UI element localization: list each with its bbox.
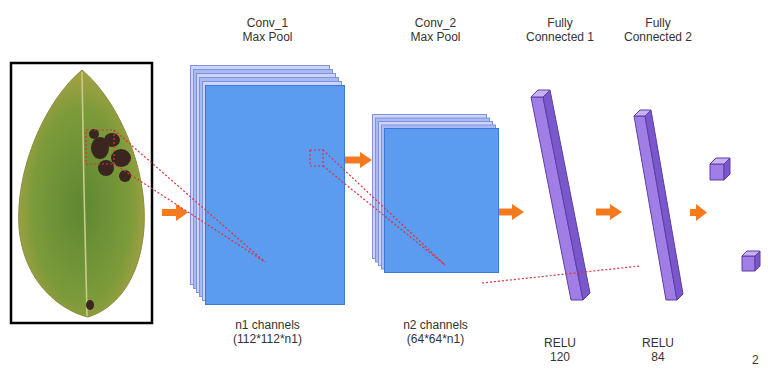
arrow-shaft <box>690 209 696 216</box>
layer-block: Conv_1 Max Pool n1 channels (112*112*n1) <box>190 16 345 347</box>
layer-caption: RELU 84 <box>638 336 678 365</box>
leaf-spot <box>89 129 99 139</box>
dense-layer <box>634 110 683 300</box>
flow-arrow <box>690 204 707 221</box>
feature-map-stack <box>190 65 345 305</box>
layer-shape <box>190 65 345 305</box>
field-line <box>114 130 265 262</box>
leaf-midrib <box>82 72 87 316</box>
layer-title: Conv_2 Max Pool <box>408 16 464 45</box>
field-line <box>114 164 265 262</box>
cube-side <box>724 158 730 180</box>
layer-block: Conv_2 Max Pool n2 channels (64*64*n1) <box>372 16 499 347</box>
receptive-field <box>86 130 640 283</box>
output-cube <box>710 158 730 180</box>
flow-arrow <box>345 157 360 164</box>
leaf-spot <box>119 170 131 182</box>
arrow-shaft <box>162 209 176 216</box>
feature-map <box>385 129 499 273</box>
leaf-image <box>19 70 145 317</box>
cube-front <box>742 256 755 271</box>
leaf-spot <box>98 160 114 176</box>
layer-title: Fully Connected 2 <box>622 16 694 45</box>
slab-side <box>543 90 590 300</box>
leaf-spot <box>86 300 94 310</box>
field-line <box>323 166 445 265</box>
flow-arrow <box>596 209 610 216</box>
leaf-spot <box>111 149 131 167</box>
layer-title: Fully Connected 1 <box>524 16 596 45</box>
field-line <box>482 266 640 283</box>
leaf-spot <box>104 133 120 147</box>
output-label-holder: 2 <box>752 350 759 368</box>
layer-title: Conv_1 Max Pool <box>240 16 296 45</box>
layer-caption: n1 channels (112*112*n1) <box>228 318 308 347</box>
field-square <box>86 130 114 164</box>
slab-side <box>645 110 683 300</box>
flow-arrow <box>499 209 512 216</box>
output-size: 2 <box>752 353 759 367</box>
layer-block: Fully Connected 1 RELU 120 <box>524 16 596 365</box>
cube-front <box>710 164 724 180</box>
cube-side <box>755 251 760 271</box>
layer-shape <box>372 114 499 273</box>
arrow-head <box>176 204 188 221</box>
dense-layer <box>531 90 590 300</box>
image-frame <box>11 63 152 323</box>
leaf-spots <box>86 129 131 310</box>
layer-shape <box>634 110 683 300</box>
layer-caption: n2 channels (64*64*n1) <box>396 318 476 347</box>
feature-map <box>206 86 345 305</box>
feature-map-stack <box>372 114 499 273</box>
field-square <box>310 150 323 166</box>
layer-shape <box>531 90 590 300</box>
output-cube <box>742 251 760 271</box>
field-line <box>323 150 445 265</box>
layer-caption: RELU 120 <box>540 336 580 365</box>
flow-arrow <box>162 204 188 221</box>
layer-block: Fully Connected 2 RELU 84 <box>622 16 694 365</box>
arrow-head <box>696 204 707 221</box>
